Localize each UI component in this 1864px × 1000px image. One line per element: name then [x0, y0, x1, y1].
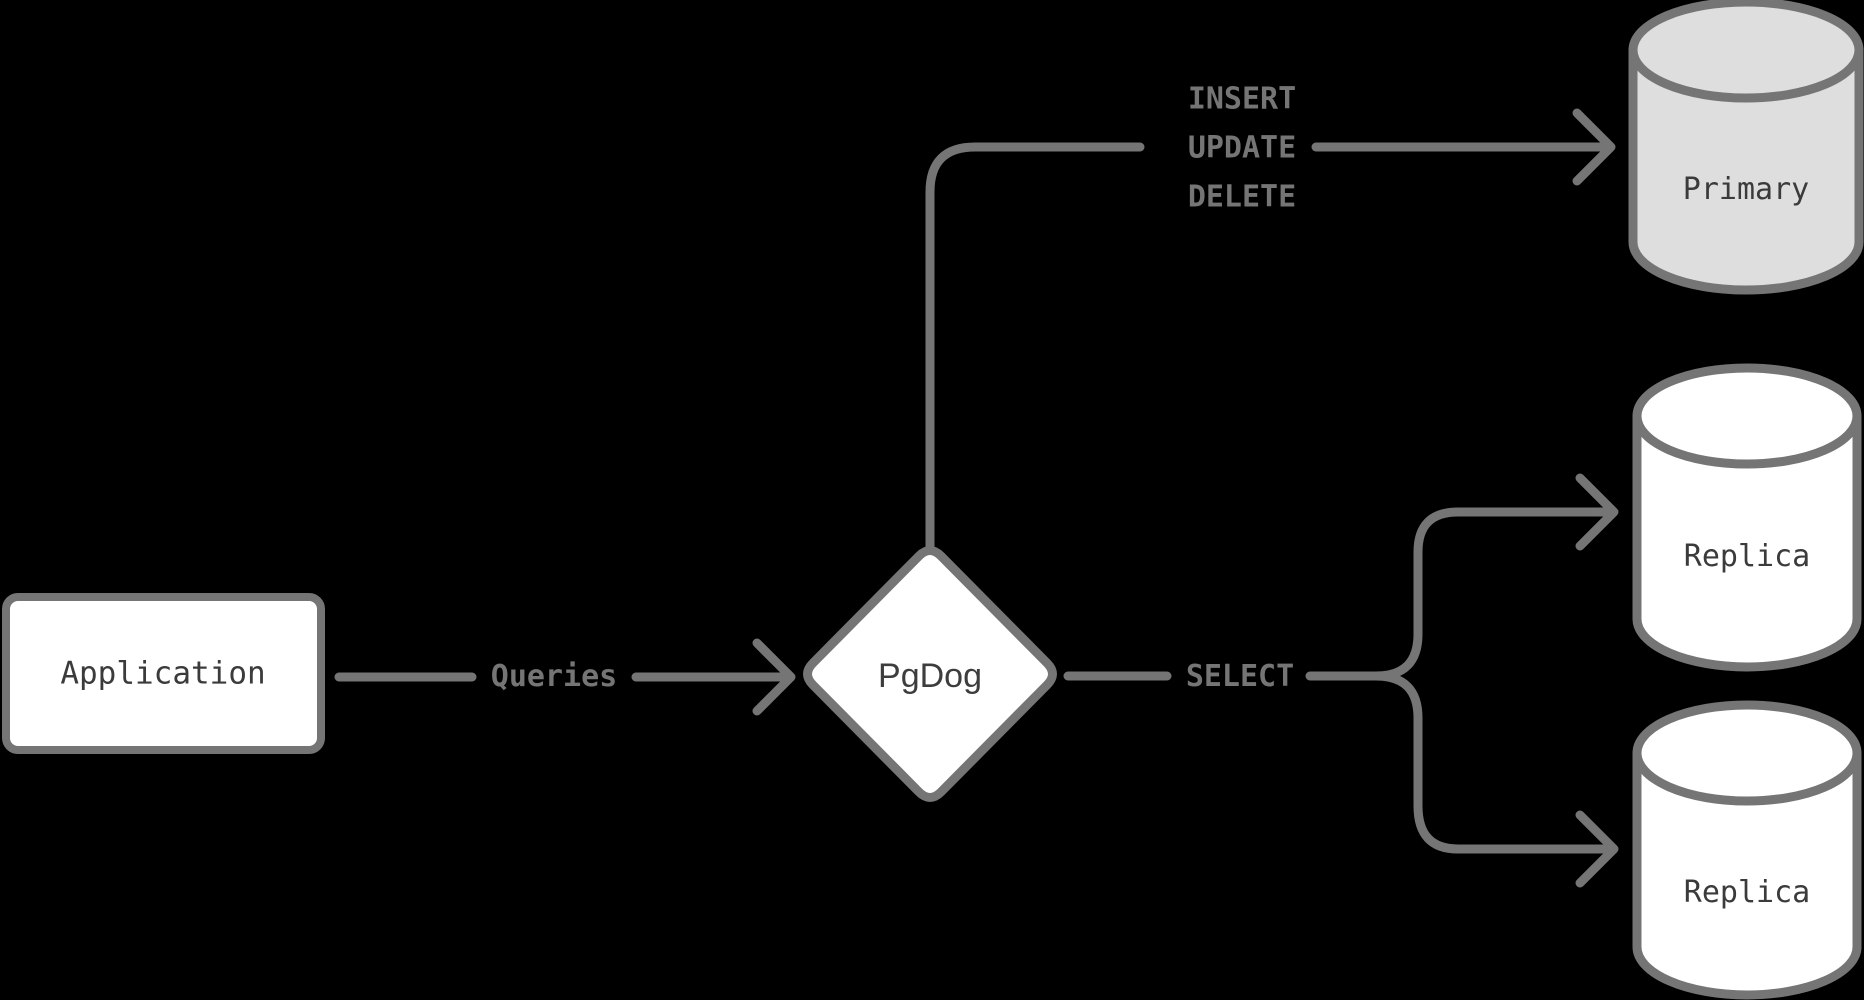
- replica-bottom-node-label: Replica: [1683, 875, 1811, 910]
- edge-select: [1063, 473, 1619, 888]
- primary-cylinder-body: [1628, 45, 1864, 295]
- replica-top-node-label: Replica: [1683, 539, 1811, 574]
- select-branch-top-arrowhead-icon: [1575, 473, 1619, 551]
- writes-edge-label: INSERT UPDATE DELETE: [1188, 75, 1296, 222]
- application-node-label: Application: [60, 655, 266, 692]
- writes-label-delete: DELETE: [1187, 179, 1297, 215]
- primary-cylinder-top: [1628, 0, 1864, 103]
- select-branch-bottom: [1371, 671, 1614, 854]
- replica-top-cylinder-body: [1632, 411, 1862, 672]
- writes-label-insert: INSERT: [1187, 81, 1297, 117]
- replica-bottom-cylinder-top: [1632, 700, 1862, 806]
- pgdog-node-label: PgDog: [878, 657, 982, 695]
- replica-top-cylinder-top: [1632, 363, 1862, 469]
- replica-bottom-cylinder-body: [1632, 748, 1862, 1000]
- application-box: [2, 593, 325, 754]
- edge-writes: [925, 108, 1616, 553]
- queries-edge-label: Queries: [490, 659, 618, 694]
- writes-label-update: UPDATE: [1187, 130, 1297, 166]
- writes-elbow-line: [925, 142, 1145, 553]
- select-branch-top: [1371, 507, 1614, 681]
- select-edge-label: SELECT: [1185, 659, 1295, 694]
- edge-queries: [334, 638, 796, 716]
- pgdog-diamond: [803, 546, 1057, 802]
- select-branch-bottom-arrowhead-icon: [1575, 810, 1619, 888]
- replica-bottom-cylinder-icon: [1632, 700, 1862, 1000]
- primary-node-label: Primary: [1682, 172, 1810, 207]
- replica-top-cylinder-icon: [1632, 363, 1862, 672]
- primary-cylinder-icon: [1628, 0, 1864, 295]
- queries-arrowhead-icon: [752, 638, 796, 716]
- writes-arrowhead-icon: [1572, 108, 1616, 186]
